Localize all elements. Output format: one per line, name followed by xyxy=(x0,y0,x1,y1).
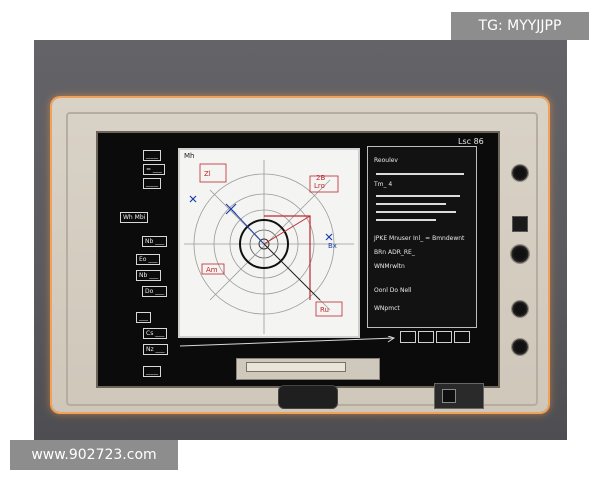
left-label-11[interactable]: Nz ___ xyxy=(143,344,168,355)
left-label-10[interactable]: Cs ___ xyxy=(143,328,168,339)
left-label-1[interactable]: ____ xyxy=(143,150,161,161)
side-knob-4[interactable] xyxy=(511,338,529,356)
info-line xyxy=(376,219,436,221)
small-square-button[interactable] xyxy=(442,389,456,403)
info-line xyxy=(376,203,446,205)
info-mid-text: JPKE Mnuser Inl_ = Bmndewnt xyxy=(374,235,465,242)
side-knob-2[interactable] xyxy=(510,244,530,264)
diagram-label-5: Ru xyxy=(320,306,329,314)
info-line xyxy=(376,173,464,175)
info-line xyxy=(376,195,460,197)
watermark-bottom-left: www.902723.com xyxy=(10,440,178,470)
info-heading: Reoulev xyxy=(374,157,398,164)
info-panel: Reoulev Tm_ 4 JPKE Mnuser Inl_ = Bmndewn… xyxy=(367,146,477,328)
watermark-top-right: TG: MYYJJPP xyxy=(451,12,589,40)
screen-arrow-line xyxy=(180,336,396,347)
side-knob-3[interactable] xyxy=(511,300,529,318)
info-footer-1: Oonl Do Nell xyxy=(374,287,412,294)
screen-bottom-icons xyxy=(400,331,472,343)
left-label-7[interactable]: Nb ___ xyxy=(136,270,162,281)
screen-corner-title: Lsc 86 xyxy=(458,137,484,146)
left-label-8[interactable]: Do ___ xyxy=(142,286,168,297)
diagram-label-7: Bx xyxy=(328,242,337,250)
left-label-5[interactable]: Nb ___ xyxy=(142,236,168,247)
center-push-button[interactable] xyxy=(278,385,338,409)
diagram-label-2: Lro xyxy=(314,182,325,190)
diagram-label-4: Am xyxy=(206,266,218,274)
left-label-3[interactable]: ____ xyxy=(143,178,161,189)
info-mid-sub-2: WNMrwltn xyxy=(374,263,405,270)
side-square-button[interactable] xyxy=(512,216,528,232)
side-knob-1[interactable] xyxy=(511,164,529,182)
radar-diagram-svg: Zl Lro 2B Am Ru Mh Bx xyxy=(184,152,354,334)
info-line xyxy=(376,211,456,213)
info-footer-2: WNpmct xyxy=(374,305,400,312)
left-label-4[interactable]: Wh Mbi xyxy=(120,212,149,223)
info-mid-sub-1: BRn ADR_RE_ xyxy=(374,249,415,256)
left-label-6[interactable]: Eo ___ xyxy=(136,254,161,265)
left-label-12[interactable]: ____ xyxy=(143,366,161,377)
tray-slot[interactable] xyxy=(246,362,346,372)
mode-icon[interactable] xyxy=(454,331,470,343)
left-label-9[interactable]: ___ xyxy=(136,312,151,323)
left-label-2[interactable]: = ___ xyxy=(143,164,165,175)
info-sub-1: Tm_ 4 xyxy=(374,181,393,188)
diagram-label-6: Mh xyxy=(184,152,194,160)
mode-icon[interactable] xyxy=(418,331,434,343)
diagram-label-1: Zl xyxy=(204,170,211,178)
radar-diagram: Zl Lro 2B Am Ru Mh Bx xyxy=(178,148,360,338)
mode-icon[interactable] xyxy=(436,331,452,343)
diagram-label-3: 2B xyxy=(316,174,325,182)
mode-icon[interactable] xyxy=(400,331,416,343)
